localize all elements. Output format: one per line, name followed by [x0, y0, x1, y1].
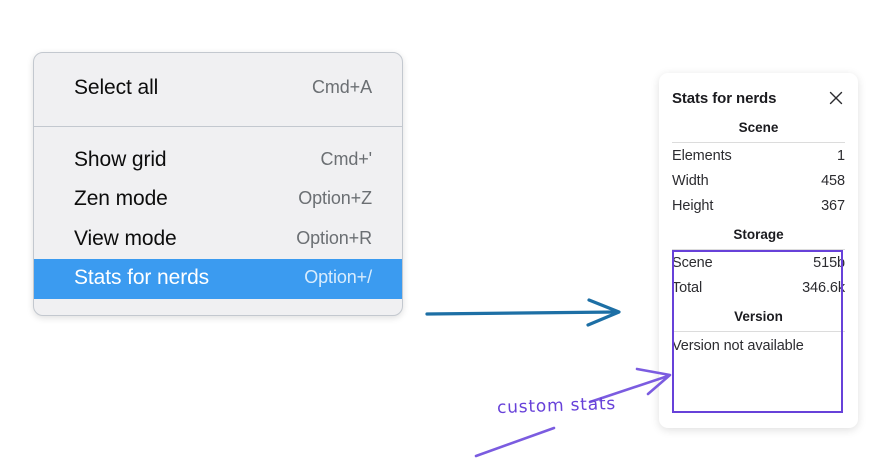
- stat-row-storage-scene: Scene 515b: [672, 250, 845, 275]
- section-heading-version: Version: [734, 309, 783, 324]
- stat-value: 367: [821, 198, 845, 214]
- stat-key: Scene: [672, 255, 713, 271]
- menu-item-shortcut: Option+Z: [298, 188, 372, 209]
- stat-row-height: Height 367: [672, 193, 845, 218]
- menu-item-show-grid[interactable]: Show grid Cmd+': [34, 141, 402, 181]
- stat-row-storage-total: Total 346.6k: [672, 275, 845, 300]
- menu-item-shortcut: Option+/: [304, 267, 372, 288]
- menu-item-label: Show grid: [74, 147, 167, 171]
- custom-stats-caption: custom stats: [496, 393, 617, 419]
- section-divider: [672, 142, 845, 143]
- stat-value: 1: [837, 148, 845, 164]
- menu-item-zen-mode[interactable]: Zen mode Option+Z: [34, 180, 402, 220]
- version-value: Version not available: [672, 338, 804, 354]
- stat-row-width: Width 458: [672, 168, 845, 193]
- stat-key: Elements: [672, 148, 732, 164]
- section-divider: [672, 249, 845, 250]
- panel-title: Stats for nerds: [672, 89, 777, 107]
- section-divider: [672, 331, 845, 332]
- close-icon[interactable]: [827, 89, 845, 107]
- stats-for-nerds-panel: Stats for nerds Scene Elements 1 Width 4…: [659, 73, 858, 428]
- stat-value: 346.6k: [802, 280, 845, 296]
- stats-panel-header: Stats for nerds: [672, 73, 845, 111]
- menu-item-stats-for-nerds[interactable]: Stats for nerds Option+/: [34, 259, 402, 299]
- section-heading-storage: Storage: [733, 227, 784, 242]
- menu-item-select-all[interactable]: Select all Cmd+A: [34, 69, 402, 109]
- menu-item-shortcut: Cmd+A: [311, 77, 372, 98]
- blue-arrow-annotation: [425, 298, 621, 327]
- menu-item-shortcut: Cmd+': [320, 148, 373, 169]
- stat-value: 458: [821, 173, 845, 189]
- menu-separator: [34, 125, 402, 127]
- purple-underline-annotation: [474, 426, 556, 458]
- section-heading-scene: Scene: [738, 120, 779, 135]
- menu-item-label: Zen mode: [74, 187, 168, 210]
- menu-item-label: Stats for nerds: [74, 266, 210, 289]
- menu-group-2: Show grid Cmd+' Zen mode Option+Z View m…: [34, 127, 402, 315]
- menu-item-shortcut: Option+R: [296, 227, 372, 248]
- menu-item-label: View mode: [74, 226, 177, 250]
- stat-value: 515b: [813, 255, 845, 271]
- context-menu: Select all Cmd+A Show grid Cmd+' Zen mod…: [33, 52, 403, 316]
- stat-key: Total: [672, 280, 703, 296]
- menu-group-1: Select all Cmd+A: [34, 53, 402, 126]
- stat-row-elements: Elements 1: [672, 143, 845, 168]
- stat-key: Height: [672, 198, 714, 214]
- menu-item-view-mode[interactable]: View mode Option+R: [34, 220, 402, 260]
- menu-item-label: Select all: [74, 76, 159, 99]
- stat-key: Width: [672, 173, 709, 189]
